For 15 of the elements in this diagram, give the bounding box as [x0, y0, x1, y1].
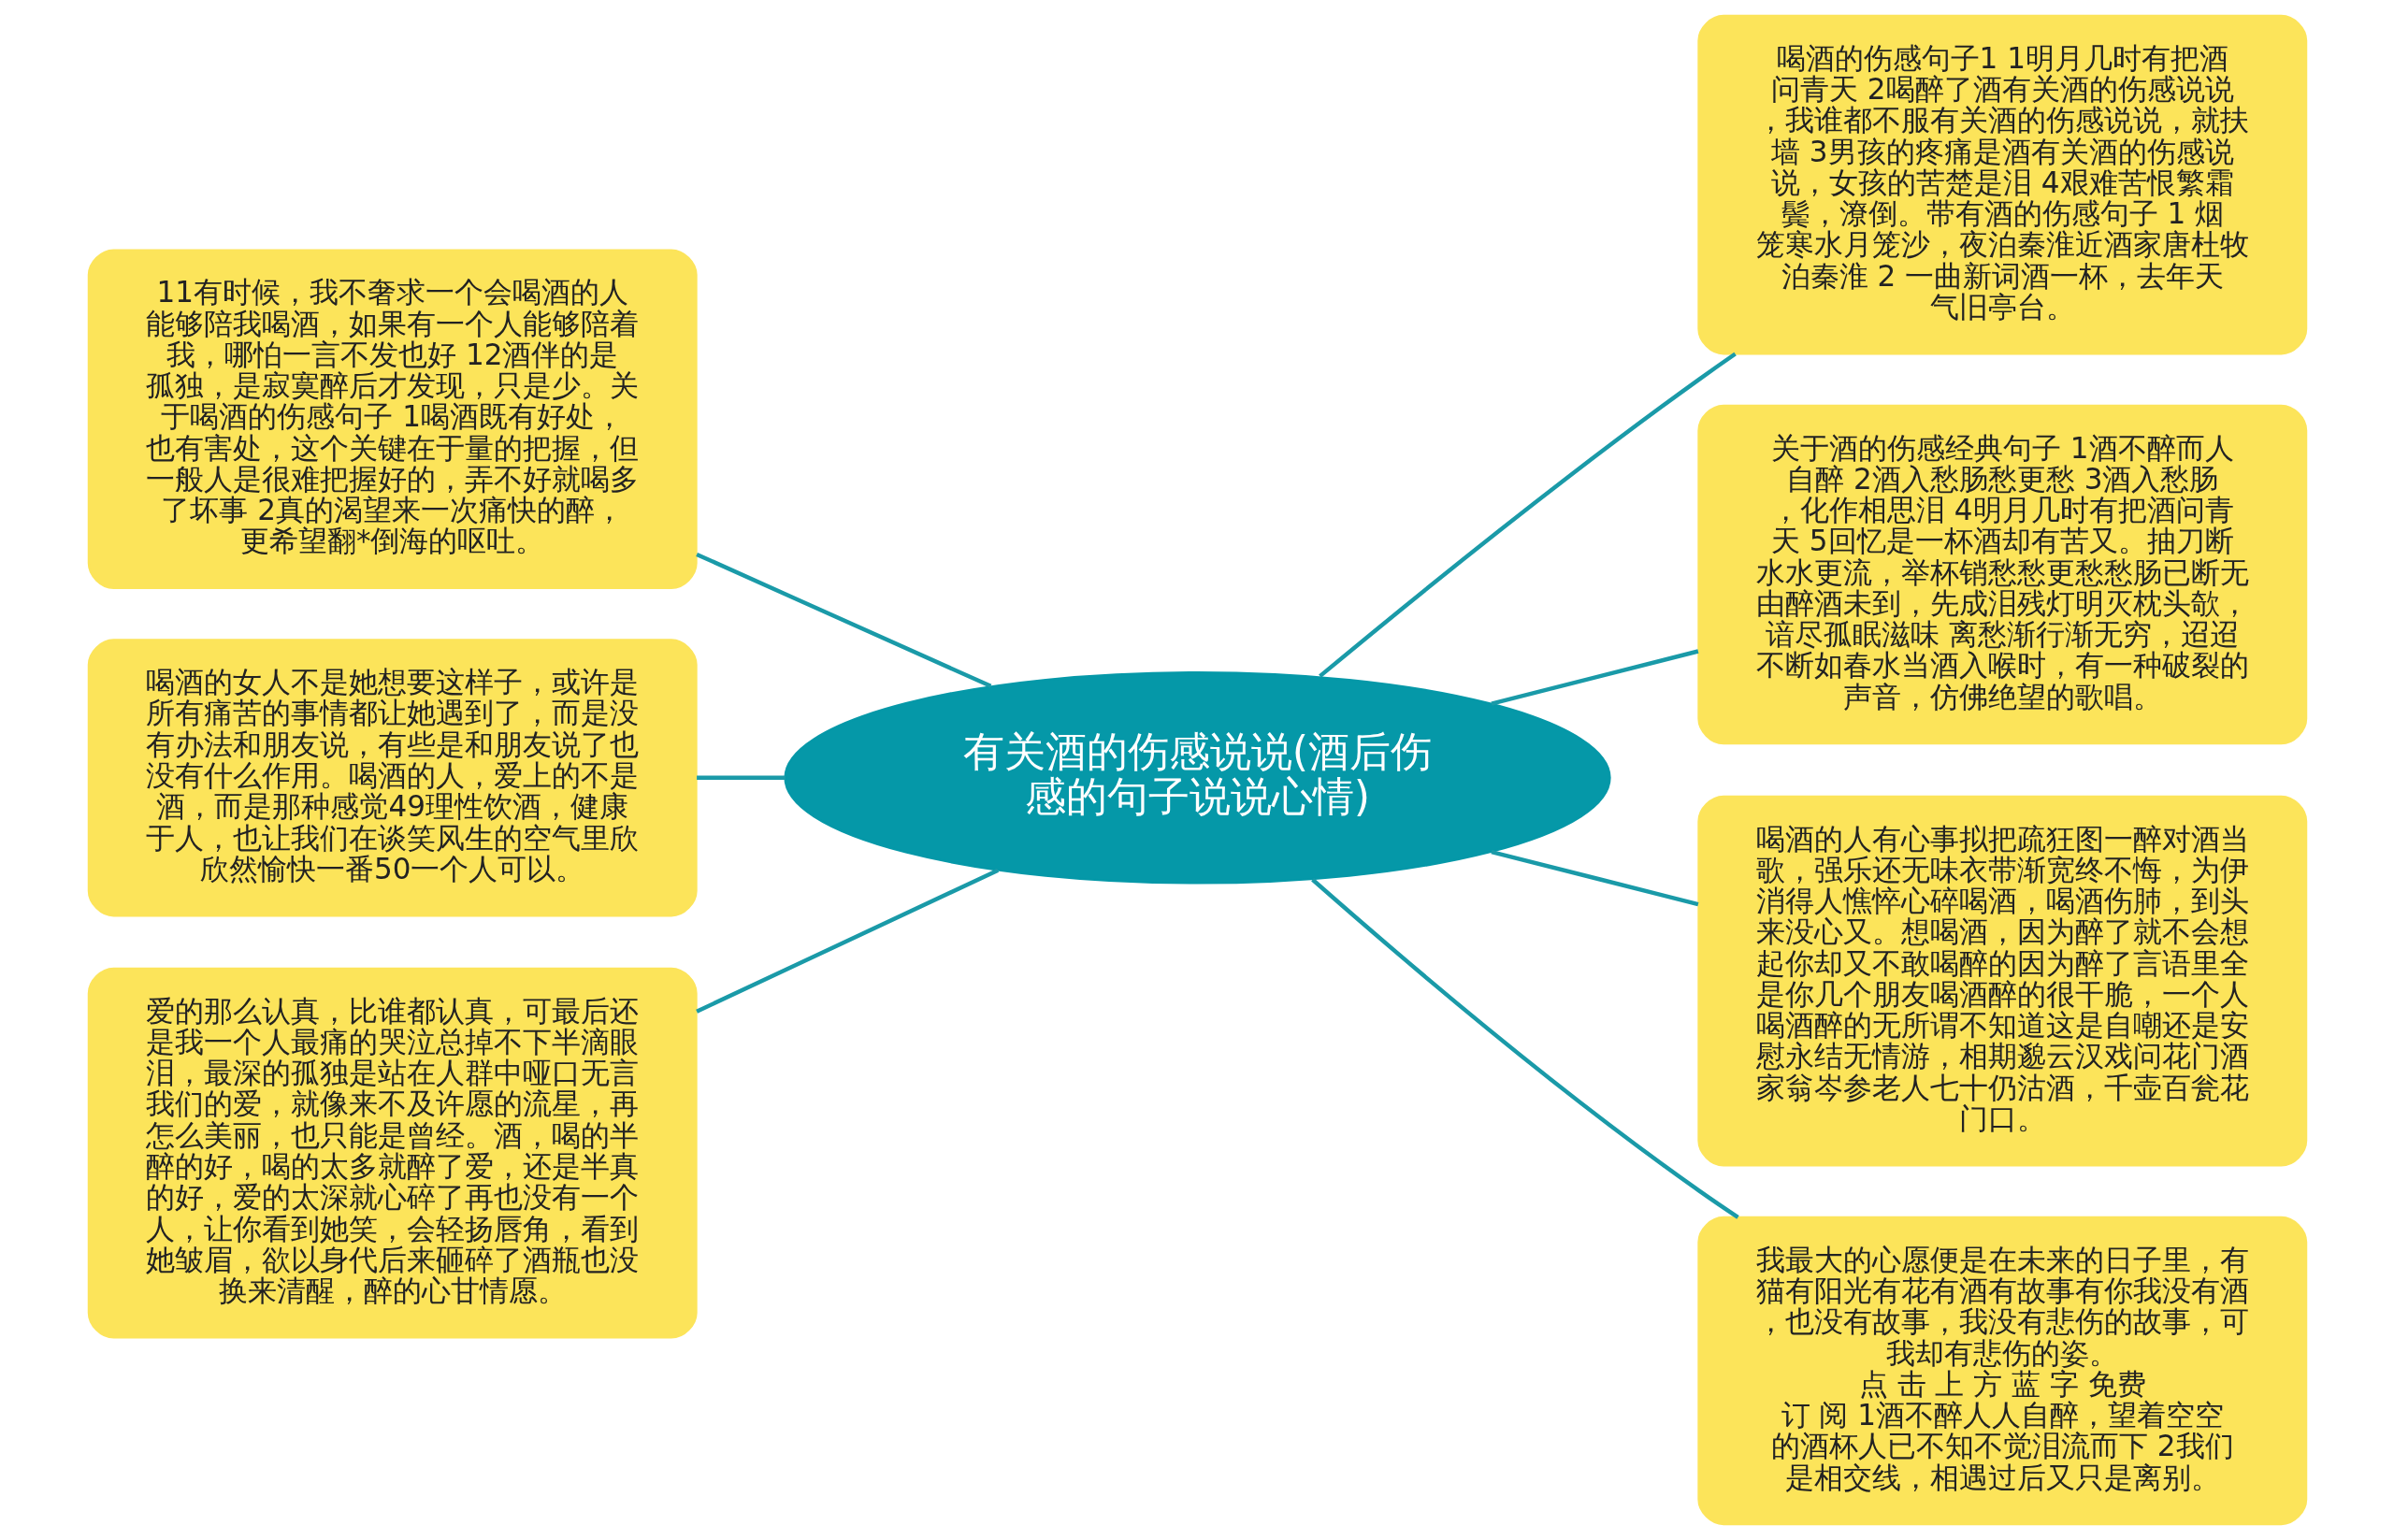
node-box: 喝酒的伤感句子1 1明月几时有把酒问青天 2喝醉了酒有关酒的伤感说说，我谁都不服有关酒的伤感说说，就扶墙 3男孩的疼痛是酒有关酒的伤感说说，女孩的苦楚是泪 4艰难苦恨繁霜鬓，潦倒。带有酒的伤感句子 1 烟笼寒水月笼沙，夜泊秦淮近酒家唐杜牧泊秦淮 2 一曲新词酒一杯，去年天气旧亭台。 [1696, 14, 2307, 355]
node-ellipse: 有关酒的伤感说说(酒后伤感的句子说说心情) [783, 671, 1611, 885]
connector [1318, 352, 1737, 678]
node-box: 我最大的心愿便是在未来的日子里，有猫有阳光有花有酒有故事有你我没有酒，也没有故事，我没有悲伤的故事，可我却有悲伤的姿。点 击 上 方 蓝 字 免费订 阅 1酒不醉人人自醉，望着空空的酒杯人已不知不觉泪流而下 2我们是相交线，相遇过后又只是离别。 [1696, 1216, 2307, 1526]
node-box: 喝酒的人有心事拟把疏狂图一醉对酒当歌，强乐还无味衣带渐宽终不悔，为伊消得人憔悴心碎喝酒，喝酒伤肺，到头来没心又。想喝酒，因为醉了就不会想起你却又不敢喝醉的因为醉了言语里全是你几个朋友喝酒醉的很干脆，一个人喝酒醉的无所谓不知道这是自嘲还是安慰永结无情游，相期邈云汉戏问花门酒家翁岑参老人七十仍沽酒，千壶百瓮花门口。 [1696, 795, 2307, 1167]
connector [1490, 849, 1698, 907]
node-box: 喝酒的女人不是她想要这样子，或许是所有痛苦的事情都让她遇到了，而是没有办法和朋友说，有些是和朋友说了也没有什么作用。喝酒的人，爱上的不是酒，而是那种感觉49理性饮酒，健康于人，也让我们在谈笑风生的空气里欣欣然愉快一番50一个人可以。 [87, 639, 698, 917]
connector [1490, 649, 1698, 706]
connector [1310, 878, 1739, 1219]
node-box: 11有时候，我不奢求一个会喝酒的人能够陪我喝酒，如果有一个人能够陪着我，哪怕一言不发也好 12酒伴的是孤独，是寂寞醉后才发现，只是少。关于喝酒的伤感句子 1喝酒既有好处，也有害处，这个关键在于量的把握，但一般人是很难把握好的，弄不好就喝多了坏事 2真的渴望来一次痛快的醉，更希望翻*倒海的呕吐。 [87, 249, 698, 590]
node-box: 关于酒的伤感经典句子 1酒不醉而人自醉 2酒入愁肠愁更愁 3酒入愁肠，化作相思泪 4明月几时有把酒问青天 5回忆是一杯酒却有苦又。抽刀断水水更流，举杯销愁愁更愁愁肠已断无由醉酒未到，先成泪残灯明灭枕头欹，谙尽孤眠滋味 离愁渐行渐无穷，迢迢不断如春水当酒入喉时，有一种破裂的声音，仿佛绝望的歌唱。 [1696, 404, 2307, 745]
node-box: 爱的那么认真，比谁都认真，可最后还是我一个人最痛的哭泣总掉不下半滴眼泪，最深的孤独是站在人群中哑口无言我们的爱，就像来不及许愿的流星，再怎么美丽，也只能是曾经。酒，喝的半醉的好，喝的太多就醉了爱，还是半真的好，爱的太深就心碎了再也没有一个人，让你看到她笑，会轻扬唇角，看到她皱眉，欲以身代后来砸碎了酒瓶也没换来清醒，醉的心甘情愿。 [87, 967, 698, 1339]
connector [695, 868, 999, 1014]
connector [696, 775, 786, 781]
connector [695, 552, 991, 688]
